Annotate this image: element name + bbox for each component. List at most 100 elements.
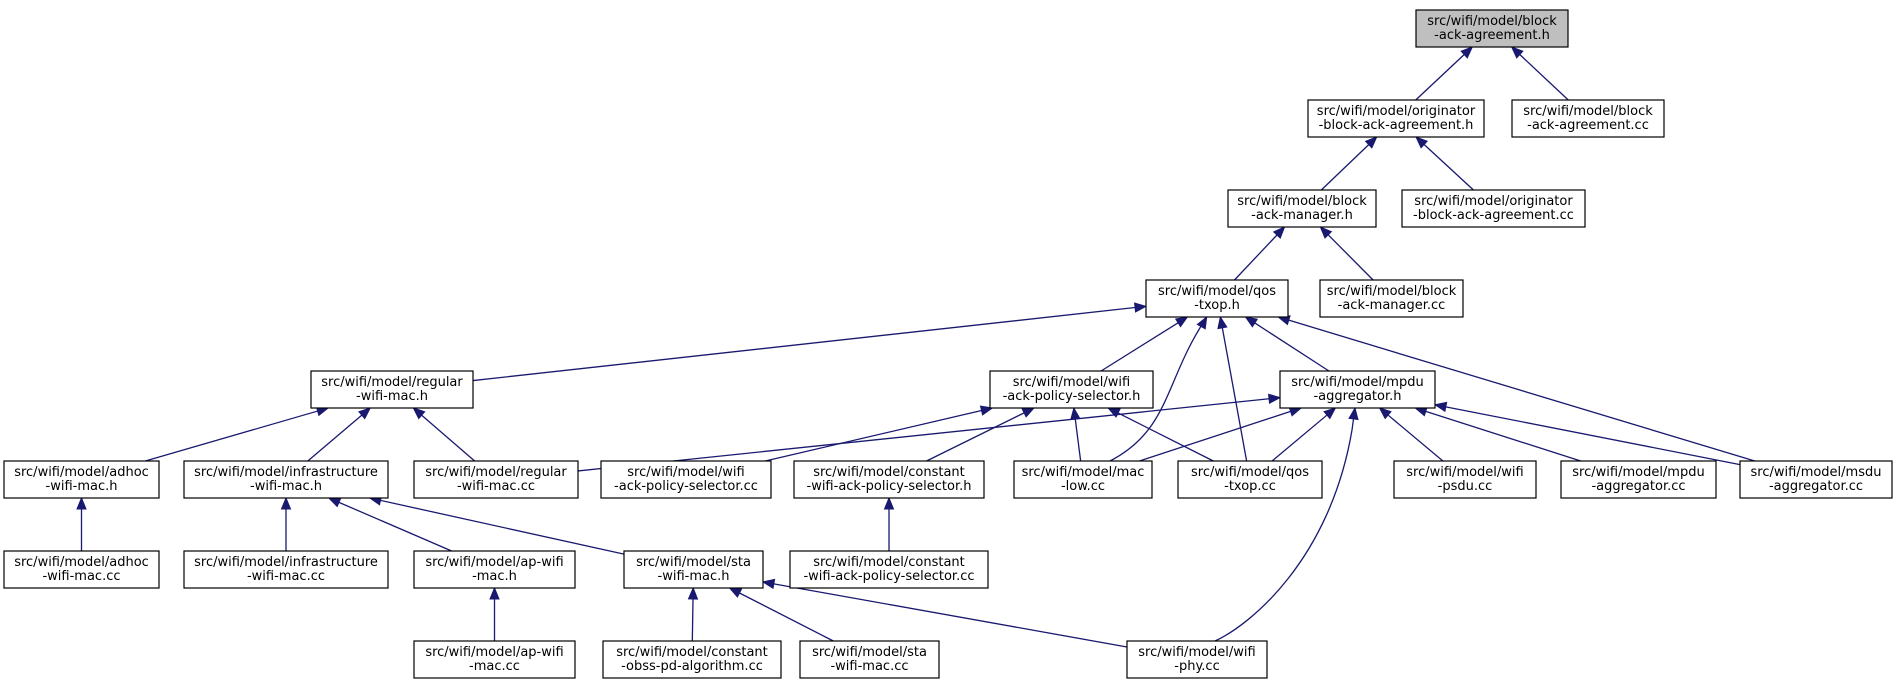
node-label-line-1: src/wifi/model/mpdu (1572, 465, 1704, 480)
edge-mpdu-aggregator-h-to-wifi-psdu-cc-arrowhead (1378, 407, 1392, 420)
node-wifi-ack-policy-selector-cc[interactable]: src/wifi/model/wifi-ack-policy-selector.… (600, 460, 772, 499)
node-label-line-2: -block-ack-agreement.h (1319, 118, 1474, 133)
node-regular-wifi-mac-cc[interactable]: src/wifi/model/regular-wifi-mac.cc (413, 460, 579, 499)
node-wifi-psdu-cc[interactable]: src/wifi/model/wifi-psdu.cc (1393, 460, 1537, 499)
edge-sta-wifi-mac-h-to-wifi-phy-cc (761, 578, 1128, 648)
node-block-ack-manager-h[interactable]: src/wifi/model/block-ack-manager.h (1227, 189, 1377, 228)
node-constant-wifi-ack-policy-selector-h[interactable]: src/wifi/model/constant-wifi-ack-policy-… (793, 460, 985, 499)
node-label-line-2: -wifi-mac.cc (457, 479, 535, 494)
edge-wifi-ack-policy-selector-h-to-mac-low-cc (1070, 406, 1082, 462)
node-block-ack-manager-cc[interactable]: src/wifi/model/block-ack-manager.cc (1319, 279, 1464, 318)
node-label-line-1: src/wifi/model/block (1327, 284, 1457, 299)
node-sta-wifi-mac-h[interactable]: src/wifi/model/sta-wifi-mac.h (623, 550, 764, 589)
node-box-qos-txop-cc (1177, 460, 1323, 499)
edge-block-ack-manager-h-to-block-ack-manager-cc (1319, 226, 1374, 281)
node-label-line-2: -ack-agreement.cc (1527, 118, 1649, 133)
node-label-line-2: -mac.cc (469, 659, 520, 674)
node-mpdu-aggregator-cc[interactable]: src/wifi/model/mpdu-aggregator.cc (1560, 460, 1717, 499)
edge-sta-wifi-mac-h-to-constant-obss-pd-algorithm-cc-arrowhead (687, 586, 699, 600)
edge-sta-wifi-mac-h-to-sta-wifi-mac-cc-arrowhead (728, 587, 743, 598)
node-infrastructure-wifi-mac-h[interactable]: src/wifi/model/infrastructure-wifi-mac.h (183, 460, 389, 499)
node-wifi-phy-cc[interactable]: src/wifi/model/wifi-phy.cc (1126, 640, 1268, 679)
edge-block-ack-agreement-h-to-block-ack-agreement-cc-line (1519, 54, 1569, 101)
edge-mpdu-aggregator-h-to-qos-txop-cc-line (1271, 414, 1328, 462)
edge-block-ack-manager-h-to-qos-txop-h-arrowhead (1272, 226, 1286, 239)
node-box-wifi-ack-policy-selector-h (989, 370, 1154, 409)
node-adhoc-wifi-mac-cc[interactable]: src/wifi/model/adhoc-wifi-mac.cc (3, 550, 160, 589)
node-label-line-1: src/wifi/model/adhoc (14, 465, 149, 480)
node-qos-txop-cc[interactable]: src/wifi/model/qos-txop.cc (1177, 460, 1323, 499)
node-block-ack-agreement-h[interactable]: src/wifi/model/block-ack-agreement.h (1415, 9, 1569, 48)
node-label-line-2: -psdu.cc (1438, 479, 1493, 494)
node-label-line-1: src/wifi/model/mac (1022, 465, 1145, 480)
node-box-mpdu-aggregator-h (1279, 370, 1436, 409)
node-label-line-2: -wifi-mac.h (250, 479, 322, 494)
node-label-line-1: src/wifi/model/sta (812, 645, 927, 660)
edge-ap-wifi-mac-h-to-ap-wifi-mac-cc (489, 586, 500, 641)
node-msdu-aggregator-cc[interactable]: src/wifi/model/msdu-aggregator.cc (1739, 460, 1893, 499)
node-label-line-2: -block-ack-agreement.cc (1413, 208, 1574, 223)
edge-infrastructure-wifi-mac-h-to-ap-wifi-mac-h-arrowhead (327, 497, 342, 508)
edge-originator-block-ack-agreement-h-to-block-ack-manager-h-arrowhead (1364, 136, 1378, 149)
edge-regular-wifi-mac-h-to-regular-wifi-mac-cc-line (421, 414, 476, 462)
node-label-line-1: src/wifi/model/wifi (1406, 465, 1523, 480)
edge-adhoc-wifi-mac-h-to-adhoc-wifi-mac-cc (76, 496, 87, 551)
node-constant-wifi-ack-policy-selector-cc[interactable]: src/wifi/model/constant-wifi-ack-policy-… (789, 550, 989, 589)
node-label-line-2: -ack-manager.cc (1338, 298, 1446, 313)
node-label-line-2: -wifi-mac.h (46, 479, 118, 494)
edge-regular-wifi-mac-h-to-infrastructure-wifi-mac-h (307, 407, 372, 462)
node-adhoc-wifi-mac-h[interactable]: src/wifi/model/adhoc-wifi-mac.h (3, 460, 160, 499)
edge-block-ack-agreement-h-to-originator-block-ack-agreement-h-arrowhead (1460, 46, 1474, 59)
edge-sta-wifi-mac-h-to-constant-obss-pd-algorithm-cc (687, 586, 699, 642)
edge-block-ack-manager-h-to-block-ack-manager-cc-line (1327, 234, 1374, 281)
edge-mpdu-aggregator-h-to-wifi-phy-cc (1214, 406, 1359, 642)
edge-infrastructure-wifi-mac-h-to-ap-wifi-mac-h-line (338, 501, 452, 552)
edge-wifi-ack-policy-selector-h-to-wifi-ack-policy-selector-cc (765, 405, 994, 462)
node-wifi-ack-policy-selector-h[interactable]: src/wifi/model/wifi-ack-policy-selector.… (989, 370, 1154, 409)
edge-qos-txop-h-to-mpdu-aggregator-h-arrowhead (1244, 316, 1259, 328)
node-sta-wifi-mac-cc[interactable]: src/wifi/model/sta-wifi-mac.cc (799, 640, 940, 679)
node-originator-block-ack-agreement-h[interactable]: src/wifi/model/originator-block-ack-agre… (1307, 99, 1485, 138)
node-box-sta-wifi-mac-cc (799, 640, 940, 679)
node-mpdu-aggregator-h[interactable]: src/wifi/model/mpdu-aggregator.h (1279, 370, 1436, 409)
node-label-line-2: -phy.cc (1174, 659, 1219, 674)
node-label-line-2: -aggregator.cc (1769, 479, 1863, 494)
edge-mpdu-aggregator-h-to-regular-wifi-mac-cc-arrowhead (1268, 393, 1282, 405)
node-box-originator-block-ack-agreement-h (1307, 99, 1485, 138)
node-label-line-2: -obss-pd-algorithm.cc (621, 659, 763, 674)
node-ap-wifi-mac-h[interactable]: src/wifi/model/ap-wifi-mac.h (413, 550, 576, 589)
node-label-line-2: -ack-policy-selector.cc (614, 479, 758, 494)
edge-wifi-ack-policy-selector-h-to-wifi-ack-policy-selector-cc-arrowhead (979, 405, 994, 416)
edge-qos-txop-h-to-mac-low-cc-arrowhead (1196, 315, 1208, 330)
node-infrastructure-wifi-mac-cc[interactable]: src/wifi/model/infrastructure-wifi-mac.c… (183, 550, 389, 589)
node-ap-wifi-mac-cc[interactable]: src/wifi/model/ap-wifi-mac.cc (413, 640, 576, 679)
node-box-infrastructure-wifi-mac-h (183, 460, 389, 499)
node-mac-low-cc[interactable]: src/wifi/model/mac-low.cc (1013, 460, 1153, 499)
node-constant-obss-pd-algorithm-cc[interactable]: src/wifi/model/constant-obss-pd-algorith… (602, 640, 782, 679)
node-label-line-1: src/wifi/model/originator (1414, 194, 1573, 209)
edge-qos-txop-h-to-regular-wifi-mac-h (472, 302, 1148, 382)
node-regular-wifi-mac-h[interactable]: src/wifi/model/regular-wifi-mac.h (310, 370, 474, 409)
edge-originator-block-ack-agreement-h-to-originator-block-ack-agreement-cc-line (1423, 143, 1474, 191)
node-originator-block-ack-agreement-cc[interactable]: src/wifi/model/originator-block-ack-agre… (1401, 189, 1586, 228)
edge-infrastructure-wifi-mac-h-to-ap-wifi-mac-h (327, 497, 452, 552)
edge-block-ack-agreement-h-to-block-ack-agreement-cc-arrowhead (1510, 46, 1524, 59)
node-label-line-2: -wifi-mac.cc (830, 659, 908, 674)
node-label-line-1: src/wifi/model/wifi (1013, 375, 1130, 390)
node-block-ack-agreement-cc[interactable]: src/wifi/model/block-ack-agreement.cc (1511, 99, 1665, 138)
node-qos-txop-h[interactable]: src/wifi/model/qos-txop.h (1145, 279, 1289, 318)
edge-regular-wifi-mac-h-to-infrastructure-wifi-mac-h-arrowhead (358, 407, 372, 420)
node-box-infrastructure-wifi-mac-cc (183, 550, 389, 589)
node-box-originator-block-ack-agreement-cc (1401, 189, 1586, 228)
edge-mpdu-aggregator-h-to-wifi-psdu-cc (1378, 407, 1444, 462)
node-label-line-2: -wifi-mac.h (658, 569, 730, 584)
edge-mpdu-aggregator-h-to-mpdu-aggregator-cc (1414, 406, 1581, 462)
edge-mpdu-aggregator-h-to-regular-wifi-mac-cc (577, 393, 1282, 472)
edge-mpdu-aggregator-h-to-regular-wifi-mac-cc-line (577, 398, 1270, 472)
edge-wifi-ack-policy-selector-h-to-qos-txop-cc-line (1117, 412, 1214, 462)
node-box-regular-wifi-mac-cc (413, 460, 579, 499)
edge-mpdu-aggregator-h-to-mpdu-aggregator-cc-line (1425, 410, 1581, 462)
node-label-line-1: src/wifi/model/qos (1158, 284, 1276, 299)
node-box-constant-obss-pd-algorithm-cc (602, 640, 782, 679)
